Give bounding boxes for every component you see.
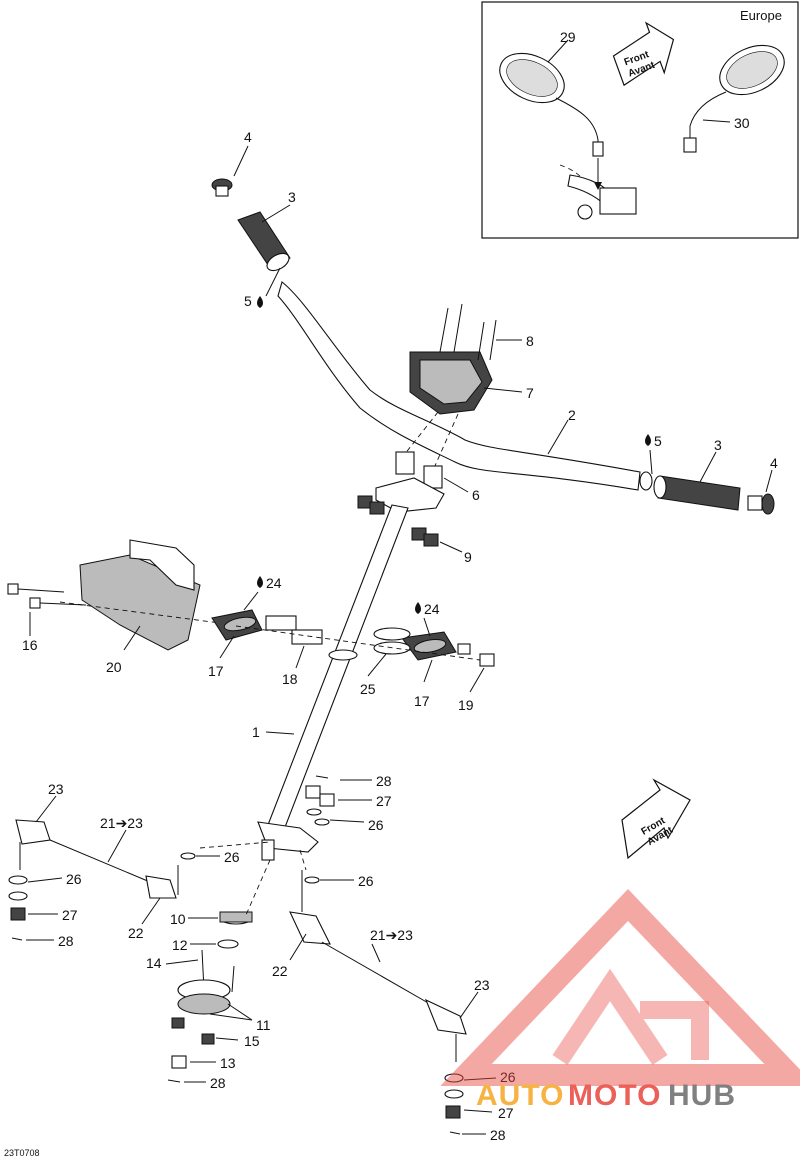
clamp-bolts: [403, 303, 497, 469]
callout-2: 2: [568, 407, 576, 423]
left-bar-end-cap: [211, 178, 233, 197]
callout-20: 20: [106, 659, 122, 675]
callout-18: 18: [282, 671, 298, 687]
callout-27-upper: 27: [376, 793, 392, 809]
callout-26-mid: 26: [224, 849, 240, 865]
callout-9: 9: [464, 549, 472, 565]
front-arrow-inset: Front Avant: [612, 21, 675, 87]
nut-19: [479, 653, 495, 667]
callout-21-right: 21➔23: [370, 927, 413, 943]
handlebar-clamp: [409, 351, 493, 415]
callout-23-left: 23: [48, 781, 64, 797]
callout-7: 7: [526, 385, 534, 401]
callout-23-right: 23: [474, 977, 490, 993]
lower-bearing-assembly: [167, 911, 253, 1083]
bushing-17-right: [401, 631, 471, 661]
callouts: 4 3 5 8 7 2 5 3 4 6 9 24: [22, 129, 778, 1143]
callout-19: 19: [458, 697, 474, 713]
column-small-parts: [180, 775, 335, 884]
drawing-code: 23T0708: [4, 1148, 40, 1158]
callout-16: 16: [22, 637, 38, 653]
left-grip: [237, 211, 291, 272]
front-arrow-main: Front Avant: [621, 778, 691, 860]
washers-25: [373, 627, 411, 655]
callout-5-right: 5: [654, 433, 662, 449]
callout-12: 12: [172, 937, 188, 953]
callout-13: 13: [220, 1055, 236, 1071]
lower-clamp: [375, 451, 445, 513]
callout-25: 25: [360, 681, 376, 697]
callout-28-upper: 28: [376, 773, 392, 789]
callout-3-right: 3: [714, 437, 722, 453]
callout-26-left: 26: [66, 871, 82, 887]
callout-30: 30: [734, 115, 750, 131]
callout-28-bottom-left: 28: [210, 1075, 226, 1091]
brake-lever-assembly: [559, 158, 637, 220]
watermark-hub: HUB: [668, 1079, 736, 1112]
callout-17-right: 17: [414, 693, 430, 709]
europe-inset: Europe Front Avant: [481, 1, 799, 239]
callout-11: 11: [256, 1017, 271, 1033]
right-bar-end-cap: [747, 493, 775, 515]
bolt-16: [7, 583, 87, 609]
callout-26-right-mid: 26: [358, 873, 374, 889]
inset-region-label: Europe: [740, 8, 782, 23]
callout-22-right: 22: [272, 963, 288, 979]
right-grip: [653, 475, 741, 511]
callout-4-top: 4: [244, 129, 252, 145]
callout-3-top: 3: [288, 189, 296, 205]
callout-27-left: 27: [62, 907, 78, 923]
mirror-right: [683, 44, 785, 153]
callout-5-top: 5: [244, 293, 252, 309]
tie-rod-left: [8, 819, 179, 941]
tie-rod-right: [289, 870, 467, 1135]
handlebar: [277, 281, 653, 491]
steering-support-bracket: [59, 539, 236, 651]
callout-29: 29: [560, 29, 576, 45]
callout-17-left: 17: [208, 663, 224, 679]
callout-27-bottom: 27: [498, 1105, 514, 1121]
callout-21-left: 21➔23: [100, 815, 143, 831]
spacer-18: [265, 615, 323, 645]
watermark-moto: MOTO: [568, 1079, 661, 1112]
callout-10: 10: [170, 911, 186, 927]
bushing-17-left: [211, 609, 263, 641]
callout-14: 14: [146, 955, 162, 971]
watermark-auto: AUTO: [476, 1079, 564, 1112]
callout-24-right: 24: [424, 601, 440, 617]
automotohub-watermark: AUTO MOTO HUB: [440, 889, 800, 1112]
callout-22-left: 22: [128, 925, 144, 941]
callout-4-right: 4: [770, 455, 778, 471]
callout-6: 6: [472, 487, 480, 503]
callout-1: 1: [252, 724, 260, 740]
callout-28-bottom: 28: [490, 1127, 506, 1143]
steering-column: [257, 504, 409, 861]
callout-15: 15: [244, 1033, 260, 1049]
callout-26-upper: 26: [368, 817, 384, 833]
callout-8: 8: [526, 333, 534, 349]
mirror-left: [499, 52, 604, 157]
nuts-9: [357, 495, 439, 547]
callout-28-left: 28: [58, 933, 74, 949]
callout-26-bottom: 26: [500, 1069, 516, 1085]
callout-24-left: 24: [266, 575, 282, 591]
